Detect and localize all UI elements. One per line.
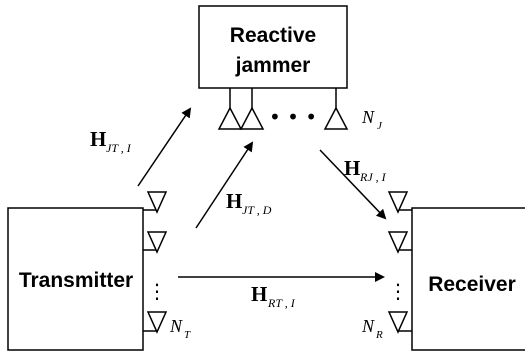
receiver-antenna-count-label: N R: [361, 316, 383, 341]
svg-text:JT , I: JT , I: [106, 141, 132, 155]
svg-text:N: N: [361, 316, 375, 336]
svg-text:H: H: [226, 189, 242, 213]
jammer-antenna-dots: • • •: [269, 105, 317, 129]
channel-label-rt-i: H RT , I: [251, 282, 296, 310]
svg-text:H: H: [90, 127, 106, 151]
transmitter-antenna-n: [146, 311, 168, 334]
receiver-antenna-n: [387, 311, 409, 334]
svg-text:T: T: [184, 329, 191, 341]
arrow-rj-i: [319, 149, 387, 220]
transmitter-box: [7, 207, 144, 351]
jammer-node: Reactive jammer • • • N J: [198, 5, 383, 132]
arrow-jt-d: [195, 141, 254, 229]
svg-text:N: N: [169, 316, 183, 336]
arrow-jt-i: [137, 107, 192, 187]
receiver-box: [411, 207, 525, 351]
receiver-node: Receiver ⋮ N R: [361, 191, 525, 351]
jammer-label-line1: Reactive: [230, 24, 316, 47]
receiver-antenna-dots: ⋮: [388, 279, 408, 303]
svg-text:H: H: [251, 282, 267, 306]
svg-text:RJ , I: RJ , I: [359, 170, 387, 184]
svg-text:JT , D: JT , D: [242, 203, 272, 217]
svg-text:R: R: [375, 329, 383, 341]
jammer-label-line2: jammer: [235, 54, 311, 77]
channel-label-jt-d: H JT , D: [226, 189, 272, 217]
jammer-antenna-1: [217, 88, 243, 130]
transmitter-antenna-count-label: N T: [169, 316, 191, 341]
receiver-antenna-1: [387, 191, 409, 214]
receiver-antenna-2: [387, 231, 409, 254]
jammer-antenna-n: [323, 88, 349, 130]
jammer-antenna-2: [239, 88, 265, 130]
jammer-box: [198, 5, 348, 89]
transmitter-antenna-dots: ⋮: [147, 279, 167, 303]
transmitter-label: Transmitter: [19, 269, 133, 292]
svg-text:J: J: [377, 120, 383, 132]
svg-text:N: N: [361, 107, 375, 127]
channel-label-jt-i: H JT , I: [90, 127, 132, 155]
channel-label-rj-i: H RJ , I: [344, 156, 387, 184]
transmitter-antenna-2: [146, 231, 168, 254]
svg-text:RT , I: RT , I: [267, 296, 296, 310]
jammer-antenna-count-label: N J: [361, 107, 383, 132]
receiver-label: Receiver: [428, 273, 516, 296]
transmitter-node: Transmitter ⋮ N T: [7, 191, 191, 351]
svg-text:H: H: [344, 156, 360, 180]
transmitter-antenna-1: [146, 191, 168, 214]
